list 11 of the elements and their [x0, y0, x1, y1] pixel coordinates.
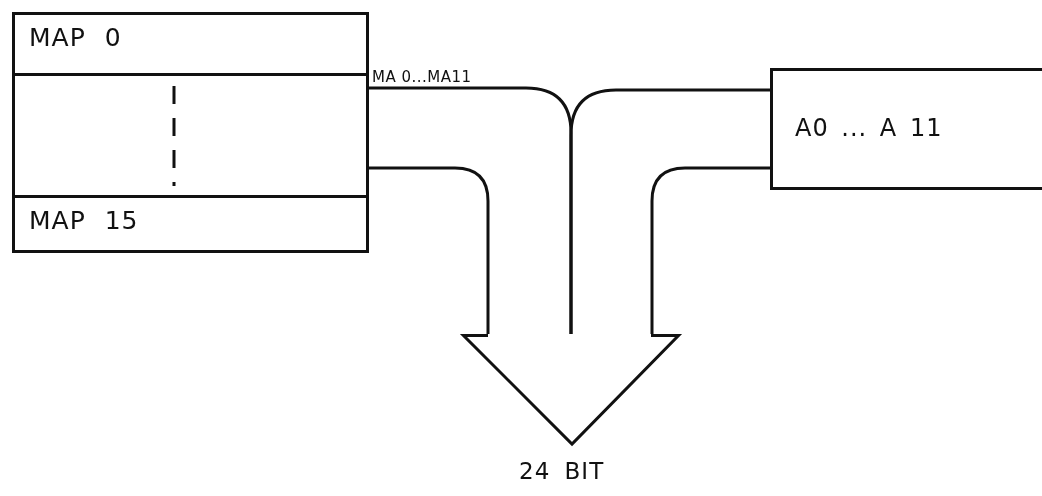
bus-line [569, 88, 770, 334]
signal-label: MA 0...MA11 [372, 69, 472, 86]
bus-line [650, 166, 770, 334]
register-label: A0 ... A 11 [795, 114, 943, 142]
map-table [12, 12, 369, 253]
bus-width-label: 24 BIT [519, 458, 605, 484]
bus-line [369, 166, 490, 334]
register-label: MAP 0 [29, 23, 122, 52]
table-row [15, 73, 366, 198]
register-box [770, 68, 1042, 190]
register-label: MAP 15 [29, 206, 139, 235]
